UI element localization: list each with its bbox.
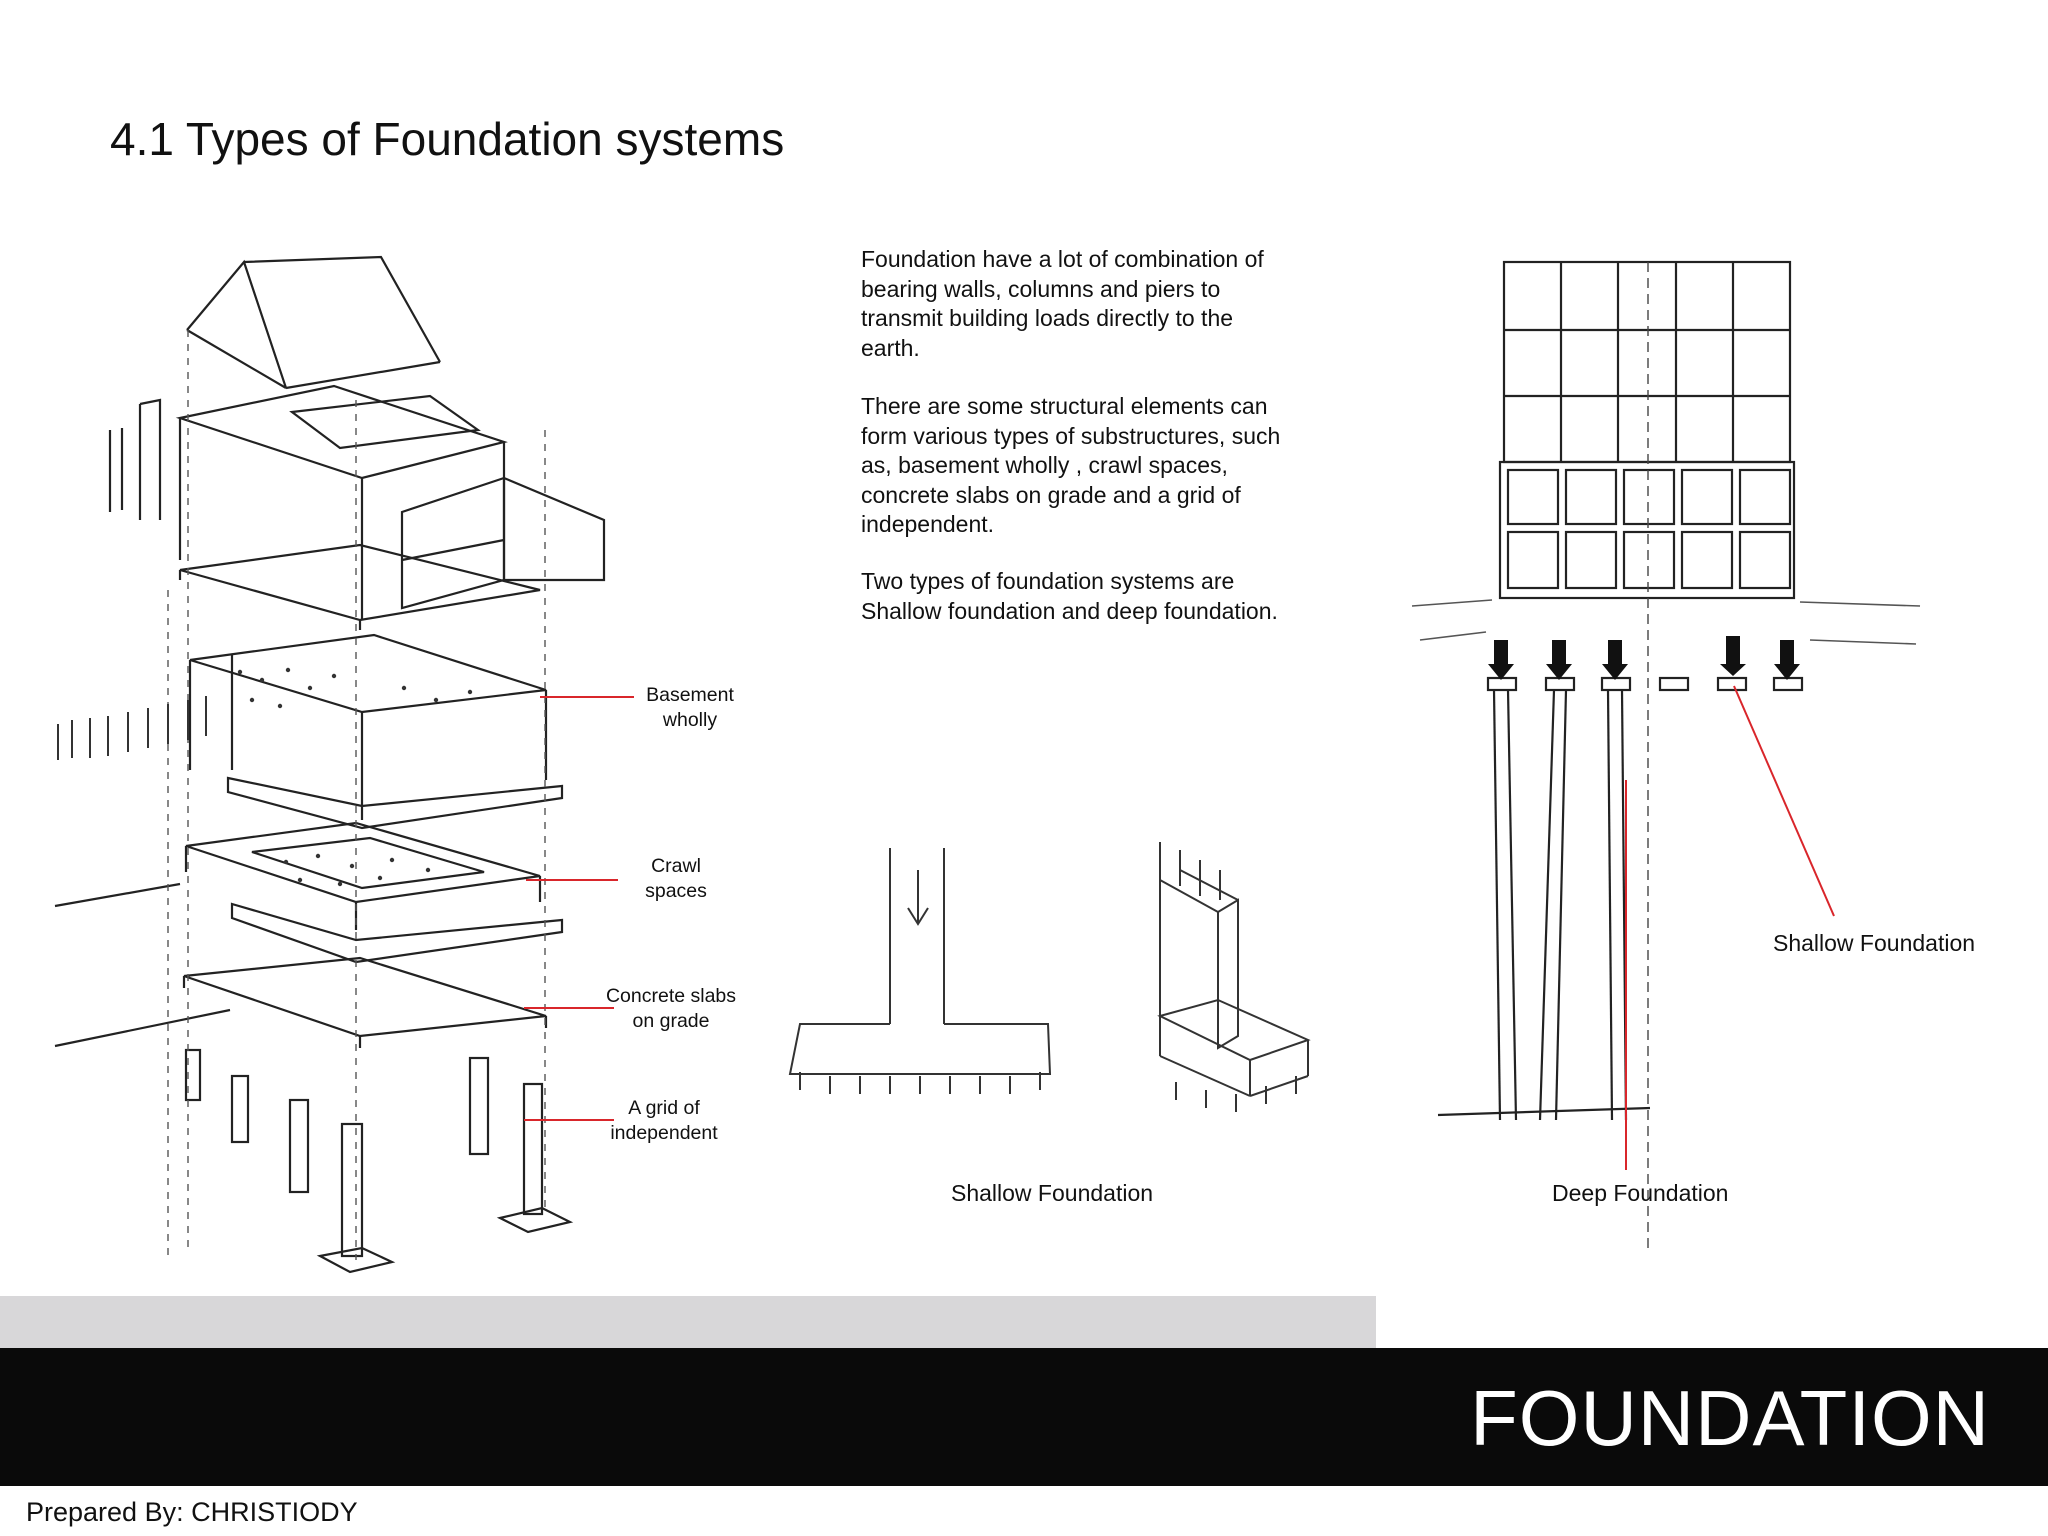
footer-black-band [0, 1348, 2048, 1486]
caption-shallow-foundation-center: Shallow Foundation [951, 1180, 1154, 1206]
footer-gray-band [0, 1296, 1376, 1348]
label-basement-wholly: Basement wholly [646, 684, 734, 731]
paragraph-1: Foundation have a lot of combination of … [861, 246, 1264, 361]
label-concrete-slabs: Concrete slabs on grade [605, 985, 737, 1032]
caption-deep-foundation: Deep Foundation [1552, 1180, 1729, 1206]
page-title: 4.1 Types of Foundation systems [110, 113, 785, 165]
label-grid-independent: A grid of independent [610, 1097, 718, 1144]
paragraph-2: There are some structural elements can f… [861, 393, 1281, 537]
prepared-by: Prepared By: CHRISTIODY [26, 1497, 358, 1527]
footer-title: FOUNDATION [1470, 1374, 1990, 1462]
paragraph-3: Two types of foundation systems are Shal… [861, 568, 1278, 624]
caption-shallow-foundation-right: Shallow Foundation [1773, 930, 1976, 956]
label-crawl-spaces: Crawl spaces [645, 855, 707, 902]
